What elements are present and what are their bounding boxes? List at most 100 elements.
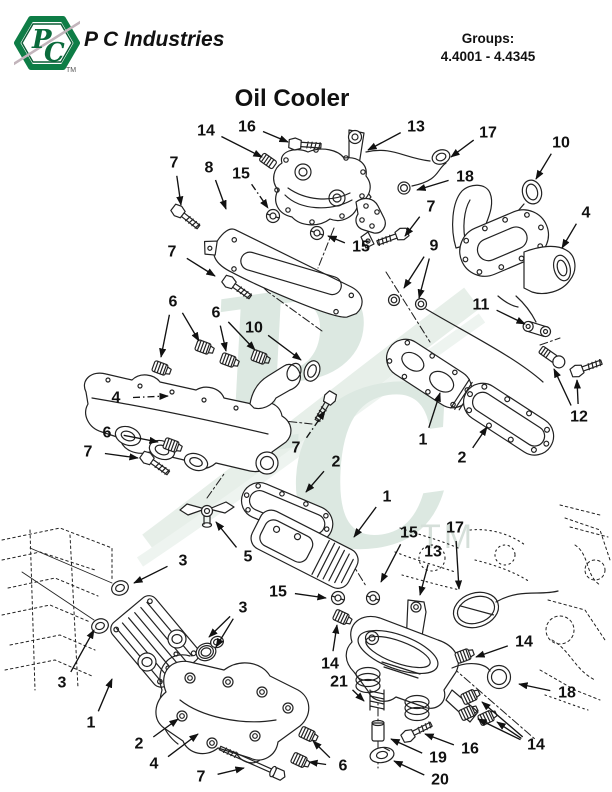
callout-7: 7 bbox=[170, 155, 179, 172]
leader-line bbox=[428, 392, 441, 429]
part-plug-14c bbox=[459, 686, 482, 706]
leader-line bbox=[573, 379, 581, 405]
callout-20: 20 bbox=[431, 772, 449, 789]
part-oring-10b bbox=[303, 360, 321, 382]
callout-1: 1 bbox=[383, 489, 392, 506]
leader-line bbox=[305, 410, 326, 439]
leader-line bbox=[176, 175, 184, 206]
leader-line bbox=[561, 223, 577, 249]
leader-line bbox=[353, 506, 377, 538]
part-outlet-flange bbox=[355, 197, 386, 249]
leader-line bbox=[472, 426, 488, 449]
part-spring-21 bbox=[369, 689, 385, 711]
part-engine-block-left bbox=[1, 527, 113, 691]
leader-line bbox=[553, 368, 572, 406]
leader-line bbox=[417, 258, 430, 299]
leader-line bbox=[390, 738, 423, 754]
part-oring-18b bbox=[486, 664, 512, 690]
leader-line bbox=[424, 733, 455, 746]
engine-block-dots bbox=[394, 527, 589, 711]
leader-line bbox=[132, 392, 169, 400]
brand-name: P C Industries bbox=[84, 28, 225, 51]
callout-7: 7 bbox=[427, 199, 436, 216]
callout-3: 3 bbox=[239, 600, 248, 617]
part-bolt-16b bbox=[399, 718, 435, 745]
page-title: Oil Cooler bbox=[234, 85, 350, 112]
leader-line bbox=[152, 718, 179, 738]
leader-line bbox=[159, 314, 171, 358]
callout-13: 13 bbox=[407, 119, 425, 136]
callout-6: 6 bbox=[339, 758, 348, 775]
callout-21: 21 bbox=[330, 674, 348, 691]
leader-line bbox=[215, 618, 234, 648]
wire-11 bbox=[515, 295, 537, 323]
leader-line bbox=[380, 543, 402, 583]
part-dowel-14 bbox=[259, 152, 277, 170]
leader-line bbox=[352, 689, 365, 702]
leader-line bbox=[305, 470, 325, 493]
leader-line bbox=[308, 759, 327, 767]
callout-6: 6 bbox=[103, 425, 112, 442]
leader-line bbox=[167, 733, 199, 758]
part-impeller-5 bbox=[179, 501, 235, 528]
callout-7: 7 bbox=[197, 769, 206, 786]
leader-line bbox=[367, 132, 402, 151]
part-bolt-12b bbox=[568, 355, 605, 380]
leader-line bbox=[221, 135, 263, 158]
leader-line bbox=[404, 216, 421, 237]
groups-label: Groups: bbox=[461, 31, 515, 46]
callout-18: 18 bbox=[558, 685, 576, 702]
part-seal-15c bbox=[330, 590, 346, 606]
part-plug-14a bbox=[331, 608, 354, 628]
part-seal-15b bbox=[309, 225, 325, 241]
leader-line bbox=[418, 564, 429, 596]
part-filter-head bbox=[345, 615, 479, 723]
part-oring-9b bbox=[414, 297, 428, 311]
block-assembly-lines bbox=[21, 547, 113, 621]
wire-18 bbox=[451, 662, 491, 672]
callout-1: 1 bbox=[87, 715, 96, 732]
leader-line bbox=[251, 183, 269, 209]
callout-2: 2 bbox=[458, 450, 467, 467]
leader-line bbox=[217, 766, 245, 775]
part-washer-20 bbox=[369, 746, 395, 764]
callout-9: 9 bbox=[430, 238, 439, 255]
callout-7: 7 bbox=[292, 440, 301, 457]
wire-17b bbox=[495, 590, 559, 603]
part-seal-3b bbox=[91, 618, 109, 634]
part-cooler-housing-4 bbox=[452, 184, 576, 308]
callout-13: 13 bbox=[424, 544, 442, 561]
leader-line bbox=[450, 139, 475, 158]
groups-range: 4.4001 - 4.4345 bbox=[440, 48, 536, 64]
callout-4: 4 bbox=[112, 390, 121, 407]
callout-12: 12 bbox=[570, 409, 588, 426]
leader-line bbox=[262, 130, 289, 143]
callout-8: 8 bbox=[205, 160, 214, 177]
callout-18: 18 bbox=[456, 169, 474, 186]
part-oring-10a bbox=[521, 179, 543, 205]
callout-1: 1 bbox=[419, 432, 428, 449]
leader-line bbox=[133, 565, 168, 584]
leader-line bbox=[227, 321, 256, 351]
callout-19: 19 bbox=[429, 750, 447, 767]
part-fitting-11 bbox=[522, 320, 552, 338]
callout-11: 11 bbox=[473, 297, 490, 314]
leader-line bbox=[535, 153, 552, 180]
callout-14: 14 bbox=[515, 634, 533, 651]
part-plug-6a bbox=[150, 359, 173, 378]
wire-13 bbox=[365, 149, 431, 162]
callout-14: 14 bbox=[527, 737, 545, 754]
callout-3: 3 bbox=[179, 553, 188, 570]
leader-line bbox=[496, 721, 522, 739]
part-bolt-7-long bbox=[218, 745, 286, 781]
callout-6: 6 bbox=[212, 305, 221, 322]
logo-letter-p: P bbox=[31, 25, 53, 55]
part-adapter-housing bbox=[273, 147, 371, 226]
leader-line bbox=[214, 179, 227, 210]
callout-7: 7 bbox=[168, 244, 177, 261]
leader-line bbox=[219, 325, 228, 352]
callout-6: 6 bbox=[169, 294, 178, 311]
leader-line bbox=[70, 629, 95, 673]
